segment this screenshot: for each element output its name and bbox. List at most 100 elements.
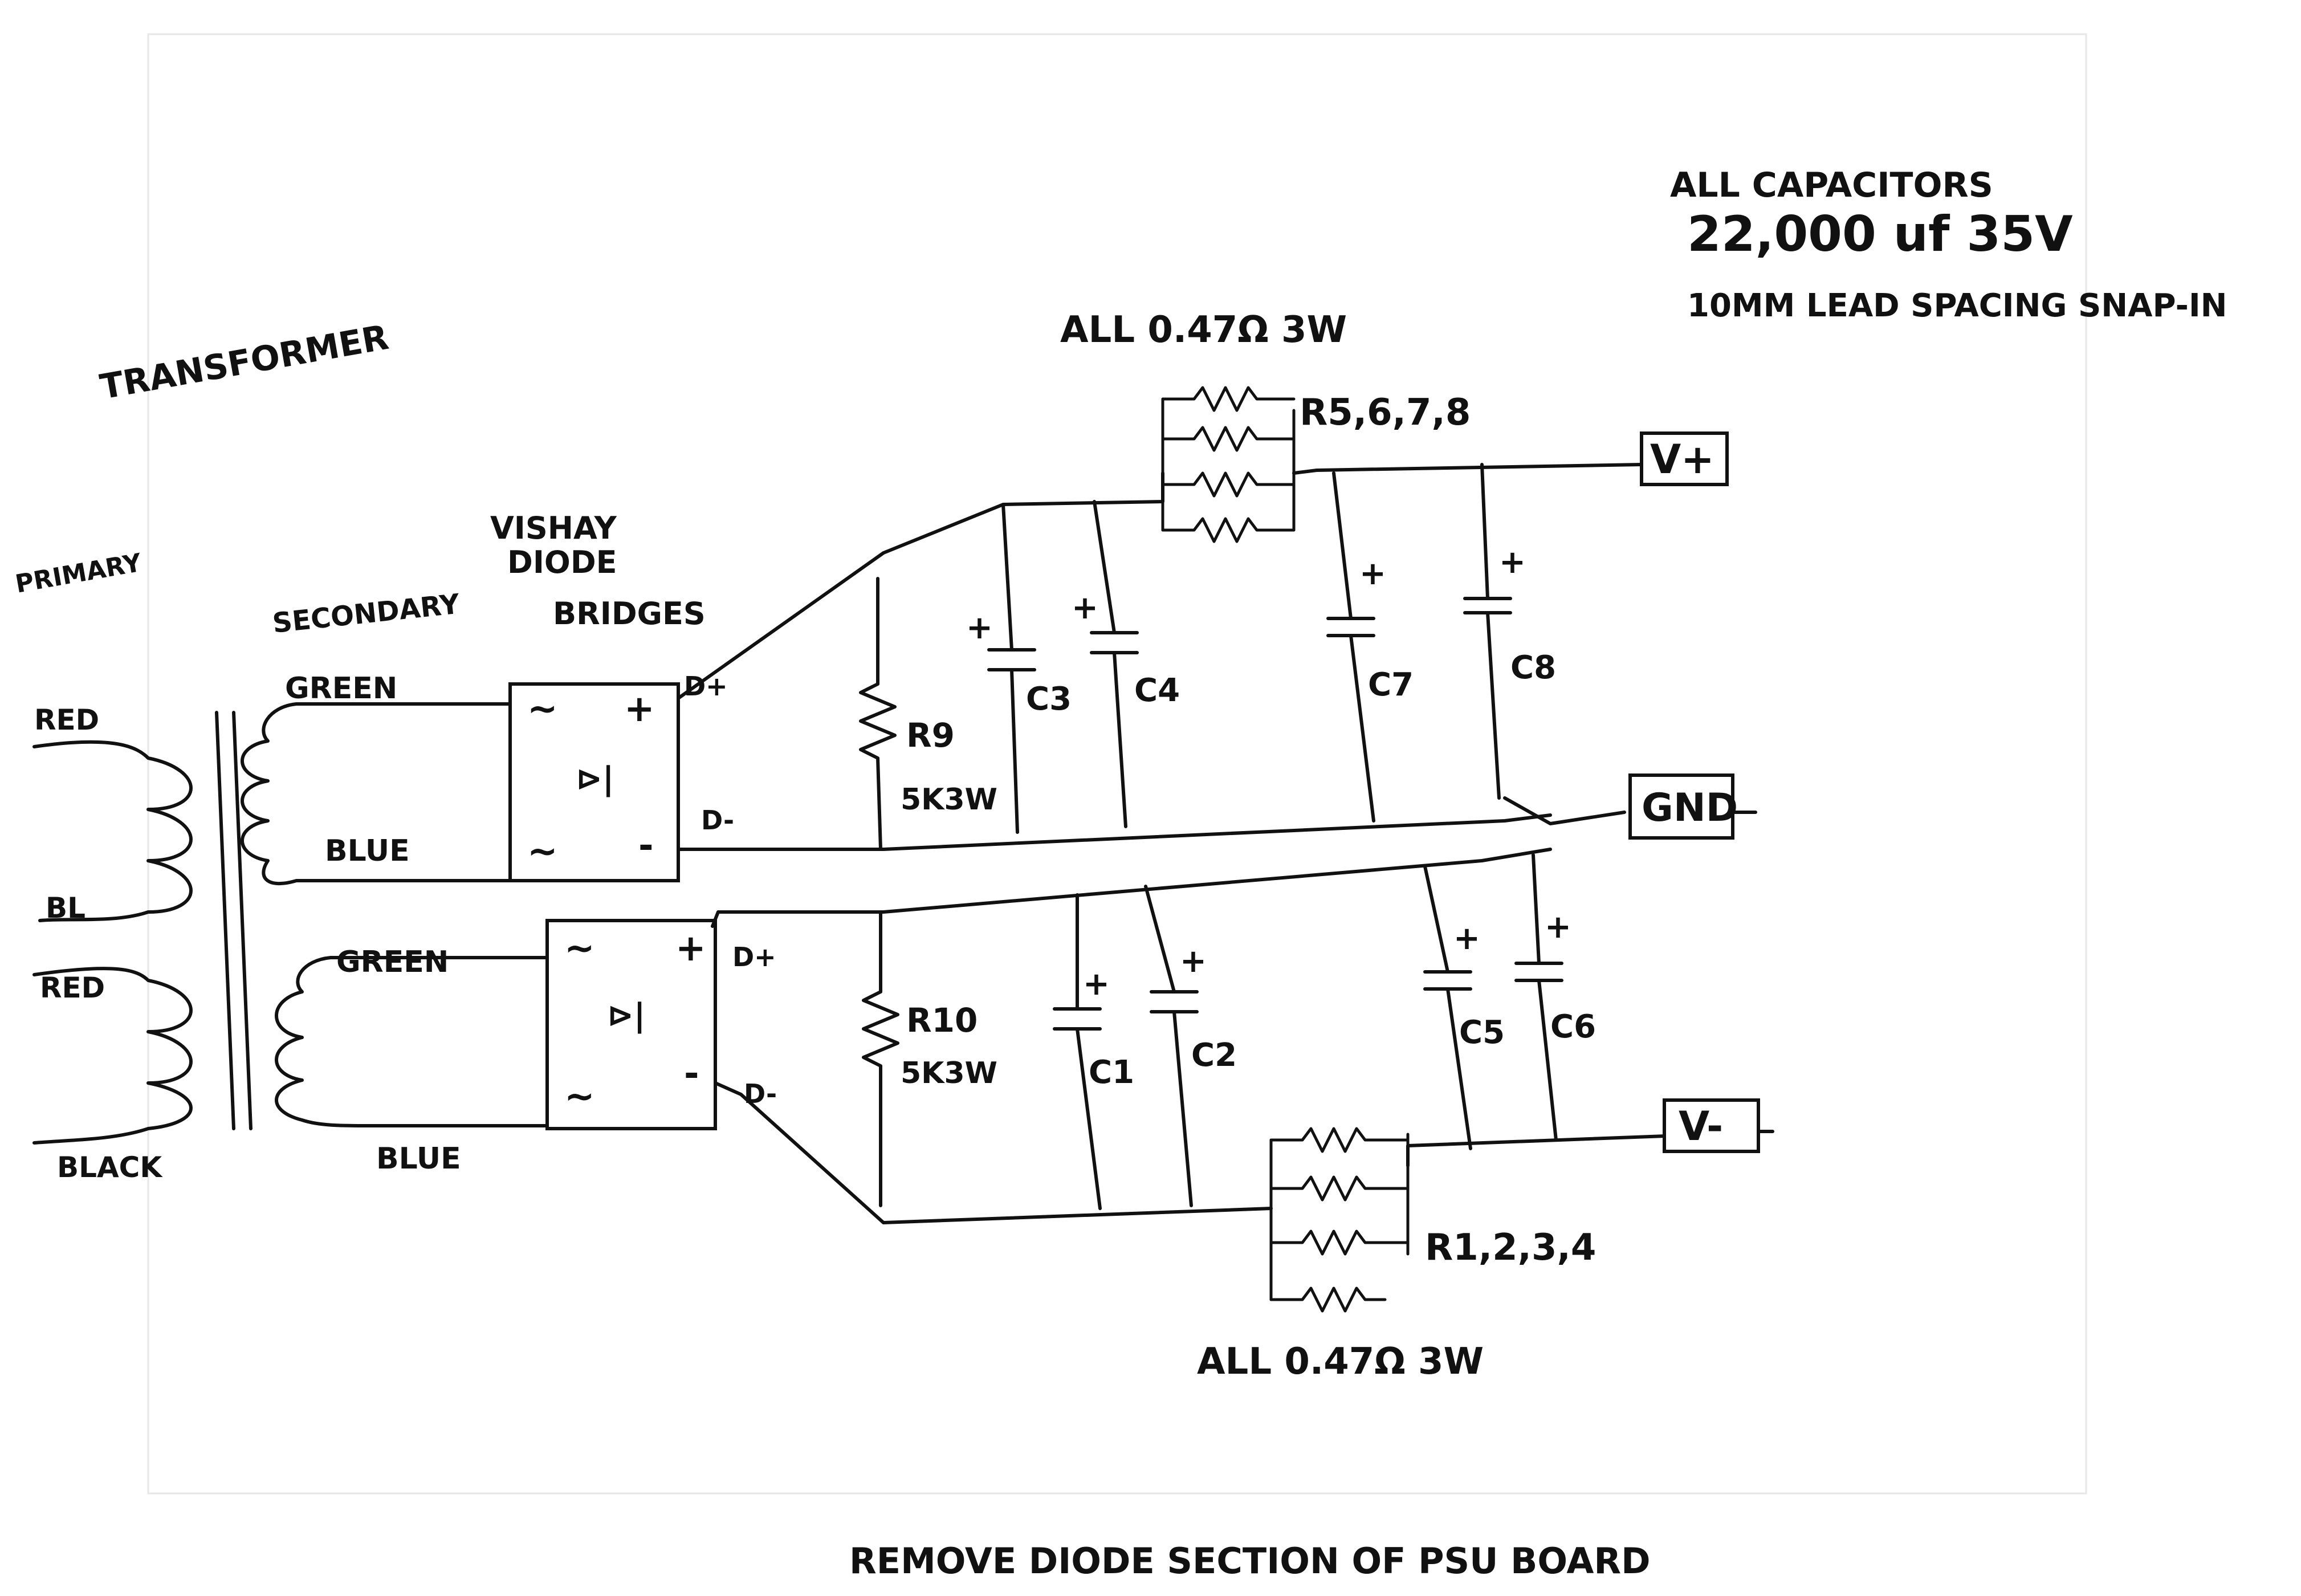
bridge-top-diode-icon: ⊳| — [576, 760, 614, 797]
label-c8: C8 — [1510, 649, 1556, 686]
label-c1: C1 — [1089, 1054, 1134, 1091]
wire-c2 — [1144, 885, 1193, 1207]
secondary-green-top: GREEN — [285, 671, 397, 706]
plus-c1: + — [1083, 966, 1110, 1003]
primary-red-bottom: RED — [40, 971, 105, 1004]
wire-c5 — [1423, 865, 1472, 1150]
node-d-plus-bottom: D+ — [732, 942, 776, 972]
label-c2: C2 — [1191, 1037, 1237, 1074]
resistor-bank-top — [1161, 386, 1296, 543]
label-r9: R9 — [906, 716, 955, 755]
wire-vplus-rail — [1292, 463, 1643, 475]
bridge-bottom: ~ ~ + - ⊳| — [545, 919, 717, 1130]
node-labels: D+ D- D+ D- — [684, 671, 777, 1109]
wire-c1 — [1076, 893, 1102, 1210]
plus-c7: + — [1359, 555, 1386, 592]
primary-label: PRIMARY — [13, 548, 144, 599]
wire-c7 — [1332, 471, 1375, 823]
label-c7: C7 — [1368, 666, 1414, 703]
notes: ALL CAPACITORS 22,000 uf 35V 10MM LEAD S… — [849, 165, 2227, 1582]
bridge-bottom-diode-icon: ⊳| — [607, 997, 645, 1034]
bridge-bottom-plus: + — [675, 927, 706, 970]
secondary-coil-top — [241, 702, 515, 885]
plus-c2: + — [1180, 943, 1207, 980]
capacitor-plates — [987, 597, 1563, 1031]
label-r1234: R1,2,3,4 — [1425, 1227, 1596, 1269]
resistor-labels: R9 5K3W R10 5K3W R5,6,7,8 R1,2,3,4 — [901, 392, 1596, 1269]
wire-bottom-gnd — [711, 848, 1552, 928]
secondary-coil-bottom — [275, 956, 549, 1127]
wire-c3 — [1001, 503, 1019, 834]
secondary-blue-bottom: BLUE — [376, 1142, 461, 1176]
plus-c3: + — [966, 609, 993, 646]
res-top-note: ALL 0.47Ω 3W — [1060, 309, 1347, 351]
label-c3: C3 — [1026, 681, 1072, 718]
label-r10-value: 5K3W — [901, 1056, 997, 1090]
output-terminals: V+ GND V- — [1628, 431, 1774, 1153]
label-r9-value: 5K3W — [901, 783, 997, 817]
terminal-vplus-box — [1640, 431, 1729, 486]
res-bottom-note: ALL 0.47Ω 3W — [1197, 1341, 1484, 1383]
wire-r9 — [859, 577, 897, 851]
scan-border — [147, 33, 2087, 1495]
plus-c8: + — [1499, 544, 1526, 581]
label-r5678: R5,6,7,8 — [1300, 392, 1471, 434]
transformer-labels: TRANSFORMER PRIMARY SECONDARY RED BL RED… — [13, 317, 462, 1184]
wiring — [677, 463, 1712, 1224]
label-c4: C4 — [1134, 672, 1180, 709]
wire-c6 — [1532, 853, 1558, 1142]
label-r10: R10 — [906, 1001, 978, 1040]
resistor-bank-bottom — [1269, 1127, 1410, 1313]
plus-c5: + — [1453, 920, 1480, 957]
terminal-vplus: V+ — [1650, 436, 1714, 483]
footer-note: REMOVE DIODE SECTION OF PSU BOARD — [849, 1540, 1651, 1582]
bridge-bottom-minus: - — [684, 1053, 699, 1095]
caps-note-line3: 10MM LEAD SPACING SNAP-IN — [1687, 287, 2227, 324]
terminal-gnd-box — [1628, 773, 1734, 840]
wire-top-gnd — [677, 813, 1552, 851]
secondary-green-bottom: GREEN — [336, 945, 449, 979]
bridge-top-minus: - — [638, 825, 654, 867]
plus-c4: + — [1072, 589, 1098, 626]
secondary-windings — [241, 702, 549, 1127]
secondary-blue-top: BLUE — [325, 834, 410, 868]
bridge-top-body — [508, 682, 680, 882]
node-d-plus-top: D+ — [684, 671, 728, 702]
wire-bottom-negative — [714, 1081, 1273, 1224]
bridge-top: ~ ~ + - ⊳| — [508, 682, 680, 882]
primary-windings — [32, 740, 193, 1145]
primary-red-top: RED — [34, 703, 99, 736]
label-c6: C6 — [1550, 1008, 1596, 1045]
node-d-minus-bottom: D- — [744, 1078, 777, 1109]
caps-note-line1: ALL CAPACITORS — [1670, 165, 1993, 205]
wire-r10 — [862, 910, 899, 1207]
wire-gnd-merge — [1503, 796, 1626, 825]
bridge-top-ac2: ~ — [527, 830, 558, 873]
bridges-label-line2: DIODE — [507, 544, 617, 580]
bridge-bottom-ac2: ~ — [564, 1076, 595, 1118]
primary-black: BLACK — [57, 1151, 163, 1184]
bridge-top-plus: + — [624, 688, 655, 730]
bridge-bottom-ac1: ~ — [564, 927, 595, 970]
bridge-bottom-body — [545, 919, 717, 1130]
bridge-labels: VISHAY DIODE BRIDGES — [490, 510, 706, 632]
wire-c4 — [1093, 500, 1127, 828]
wire-top-positive — [677, 471, 1164, 700]
terminal-vminus-box — [1663, 1098, 1760, 1153]
bridges-label-line3: BRIDGES — [553, 596, 706, 632]
wire-c8 — [1480, 463, 1501, 800]
transformer-core — [215, 711, 253, 1130]
primary-coil-bottom — [32, 967, 193, 1145]
node-d-minus-top: D- — [701, 805, 734, 836]
bridges-label-line1: VISHAY — [490, 510, 617, 546]
secondary-label: SECONDARY — [271, 588, 462, 640]
terminal-vminus: V- — [1679, 1103, 1723, 1150]
transformer-title: TRANSFORMER — [97, 317, 391, 408]
bridge-top-ac1: ~ — [527, 688, 558, 730]
terminal-gnd: GND — [1642, 785, 1738, 830]
capacitor-labels: C3 C4 C7 C8 C1 C2 C5 C6 + + + + + + + + — [966, 544, 1596, 1091]
primary-coil-top — [32, 740, 193, 922]
label-c5: C5 — [1459, 1014, 1505, 1051]
caps-note-line2: 22,000 uf 35V — [1687, 206, 2073, 263]
